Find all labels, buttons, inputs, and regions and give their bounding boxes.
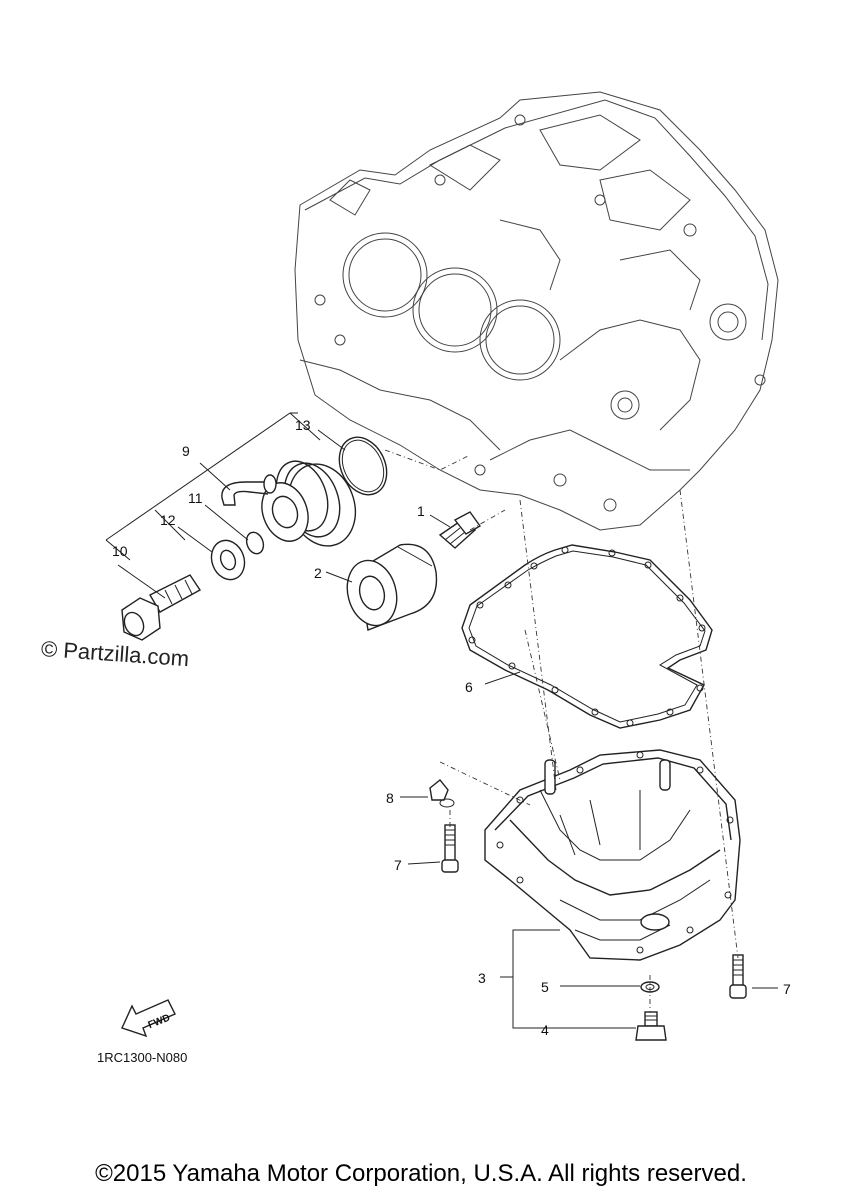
washer-12 <box>210 539 246 581</box>
fwd-arrow-icon: FWD <box>121 999 176 1038</box>
oil-pan <box>484 749 741 961</box>
clamp-8 <box>429 779 455 808</box>
oil-pan-gasket <box>461 544 713 729</box>
oil-filter-cartridge <box>346 543 438 631</box>
callout-7-right: 7 <box>783 981 791 997</box>
bolt-7-right <box>729 954 747 999</box>
callout-4: 4 <box>541 1022 549 1038</box>
callout-8: 8 <box>386 790 394 806</box>
engine-crankcase-outline <box>294 91 779 531</box>
assembly-lines <box>384 449 739 1012</box>
callout-6: 6 <box>465 679 473 695</box>
callout-11: 11 <box>188 490 203 506</box>
oil-cooler <box>221 460 357 547</box>
oil-filter-stud-1 <box>438 511 482 549</box>
callout-3: 3 <box>478 970 486 986</box>
drawing-code: 1RC1300-N080 <box>97 1050 188 1065</box>
o-ring-11 <box>245 531 265 555</box>
callout-numbers: 1 2 3 4 5 6 7 7 8 9 10 11 12 13 <box>112 417 791 1038</box>
callout-12: 12 <box>160 512 176 528</box>
callout-2: 2 <box>314 565 322 581</box>
copyright-notice: ©2015 Yamaha Motor Corporation, U.S.A. A… <box>95 1160 747 1187</box>
callout-5: 5 <box>541 979 549 995</box>
o-ring-13 <box>338 436 388 496</box>
leader-lines <box>105 412 778 1029</box>
drain-bolt-4 <box>635 1011 667 1041</box>
callout-13: 13 <box>295 417 311 433</box>
callout-7-left: 7 <box>394 857 402 873</box>
callout-1: 1 <box>417 503 425 519</box>
callout-9: 9 <box>182 443 190 459</box>
union-bolt-10 <box>121 574 202 641</box>
bolt-7-left <box>441 824 459 873</box>
callout-10: 10 <box>112 543 128 559</box>
